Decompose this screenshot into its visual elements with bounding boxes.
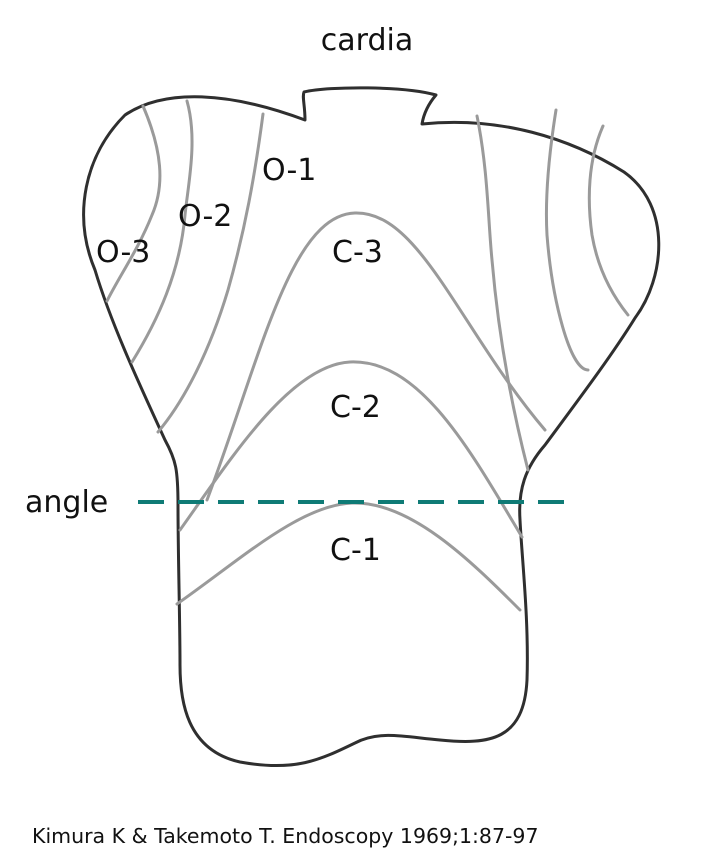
cardia-label: cardia: [321, 23, 413, 58]
c2-label: C-2: [330, 390, 381, 425]
right-line-2: [544, 108, 590, 372]
c3-label: C-3: [332, 235, 383, 270]
c-line-3: [205, 211, 547, 502]
angle-label: angle: [25, 485, 108, 520]
o-line-1: [156, 112, 265, 434]
o-line-2: [130, 99, 194, 364]
right-line-3: [587, 124, 630, 317]
c1-label: C-1: [330, 533, 381, 568]
right-line-1: [475, 114, 530, 472]
c-line-2: [178, 360, 524, 539]
o-line-3: [105, 104, 162, 303]
o1-label: O-1: [262, 153, 316, 188]
stomach-outline: [82, 86, 661, 768]
o2-label: O-2: [178, 199, 232, 234]
citation: Kimura K & Takemoto T. Endoscopy 1969;1:…: [32, 824, 539, 848]
o3-label: O-3: [96, 235, 150, 270]
